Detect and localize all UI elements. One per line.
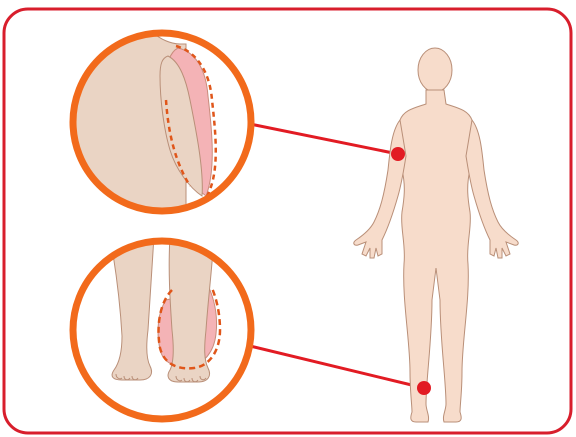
marker-arm: [391, 147, 405, 161]
marker-leg: [417, 381, 431, 395]
swollen-lower-leg-icon: [73, 236, 251, 419]
body-head: [418, 48, 452, 92]
